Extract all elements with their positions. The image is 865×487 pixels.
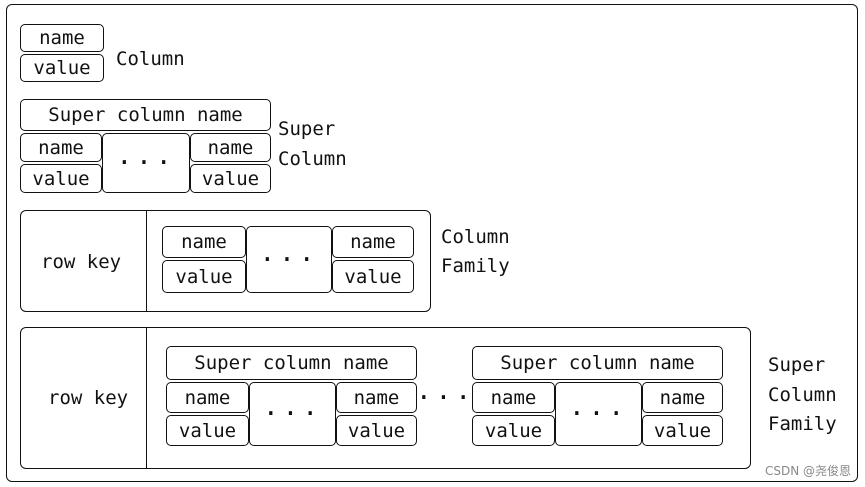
scf-left-name-2-text: name — [353, 386, 400, 409]
column-name-cell: name — [20, 24, 104, 52]
scf-left-value-2: value — [336, 415, 417, 446]
scf-left-ellipsis-box: ··· — [249, 382, 336, 446]
super-column-family-caption-line1: Super — [768, 354, 826, 376]
super-column-family-caption-line2: Column — [768, 384, 837, 406]
super-column-value-left: value — [20, 164, 102, 193]
column-family-name-left-text: name — [181, 231, 227, 253]
column-family-name-left: name — [162, 226, 246, 258]
scf-left-ellipsis: ··· — [263, 399, 322, 429]
column-family-row-key: row key — [41, 251, 122, 273]
super-column-ellipsis-box: ··· — [102, 133, 190, 193]
column-family-ellipsis: ··· — [259, 244, 319, 275]
super-column-name-right-text: name — [207, 136, 254, 159]
super-column-name-left-text: name — [38, 136, 84, 159]
super-column-header-text: Super column name — [48, 104, 243, 126]
column-family-name-right: name — [332, 226, 414, 258]
super-column-family-divider — [146, 328, 147, 468]
scf-right-value-2-text: value — [653, 419, 712, 442]
scf-right-name-1: name — [472, 382, 555, 413]
column-value-text: value — [33, 57, 91, 79]
column-family-value-left-text: value — [175, 265, 233, 288]
super-column-family-row-key: row key — [48, 387, 129, 409]
column-family-divider — [146, 211, 147, 311]
scf-right-value-1: value — [472, 415, 555, 446]
super-column-value-left-text: value — [32, 167, 90, 190]
scf-left-value-1: value — [166, 415, 249, 446]
super-column-header: Super column name — [20, 99, 271, 131]
scf-right-name-2: name — [642, 382, 723, 413]
super-column-value-right: value — [190, 164, 271, 193]
column-name-text: name — [39, 27, 85, 49]
scf-left-header: Super column name — [166, 346, 417, 380]
scf-left-header-text: Super column name — [194, 352, 389, 374]
scf-left-name-1-text: name — [184, 386, 231, 409]
scf-between-ellipsis-text: ··· — [416, 382, 475, 413]
super-column-value-right-text: value — [201, 167, 260, 190]
super-column-ellipsis: ··· — [116, 148, 176, 178]
super-column-caption-line1: Super — [278, 118, 336, 140]
column-family-value-right-text: value — [344, 265, 402, 288]
scf-right-name-2-text: name — [659, 386, 706, 409]
column-value-cell: value — [20, 54, 104, 82]
scf-right-ellipsis-box: ··· — [555, 382, 642, 446]
scf-left-name-2: name — [336, 382, 417, 413]
scf-right-value-1-text: value — [484, 419, 543, 442]
super-column-name-left: name — [20, 133, 102, 162]
scf-between-ellipsis: ··· — [416, 382, 475, 413]
scf-left-value-1-text: value — [178, 419, 237, 442]
scf-right-header-text: Super column name — [500, 352, 695, 374]
csdn-watermark: CSDN @尧俊恩 — [764, 464, 851, 478]
scf-right-ellipsis: ··· — [569, 399, 628, 429]
scf-left-value-2-text: value — [347, 419, 406, 442]
super-column-caption-line2: Column — [278, 148, 347, 170]
scf-right-name-1-text: name — [490, 386, 537, 409]
column-family-caption-line1: Column — [441, 226, 510, 248]
column-family-value-right: value — [332, 260, 414, 293]
super-column-family-caption-line3: Family — [768, 413, 837, 435]
super-column-name-right: name — [190, 133, 271, 162]
column-caption: Column — [116, 48, 185, 70]
scf-right-value-2: value — [642, 415, 723, 446]
column-family-value-left: value — [162, 260, 246, 293]
scf-left-name-1: name — [166, 382, 249, 413]
column-family-caption-line2: Family — [441, 255, 510, 277]
column-family-name-right-text: name — [350, 231, 396, 253]
column-family-ellipsis-box: ··· — [246, 226, 332, 293]
scf-right-header: Super column name — [472, 346, 723, 380]
